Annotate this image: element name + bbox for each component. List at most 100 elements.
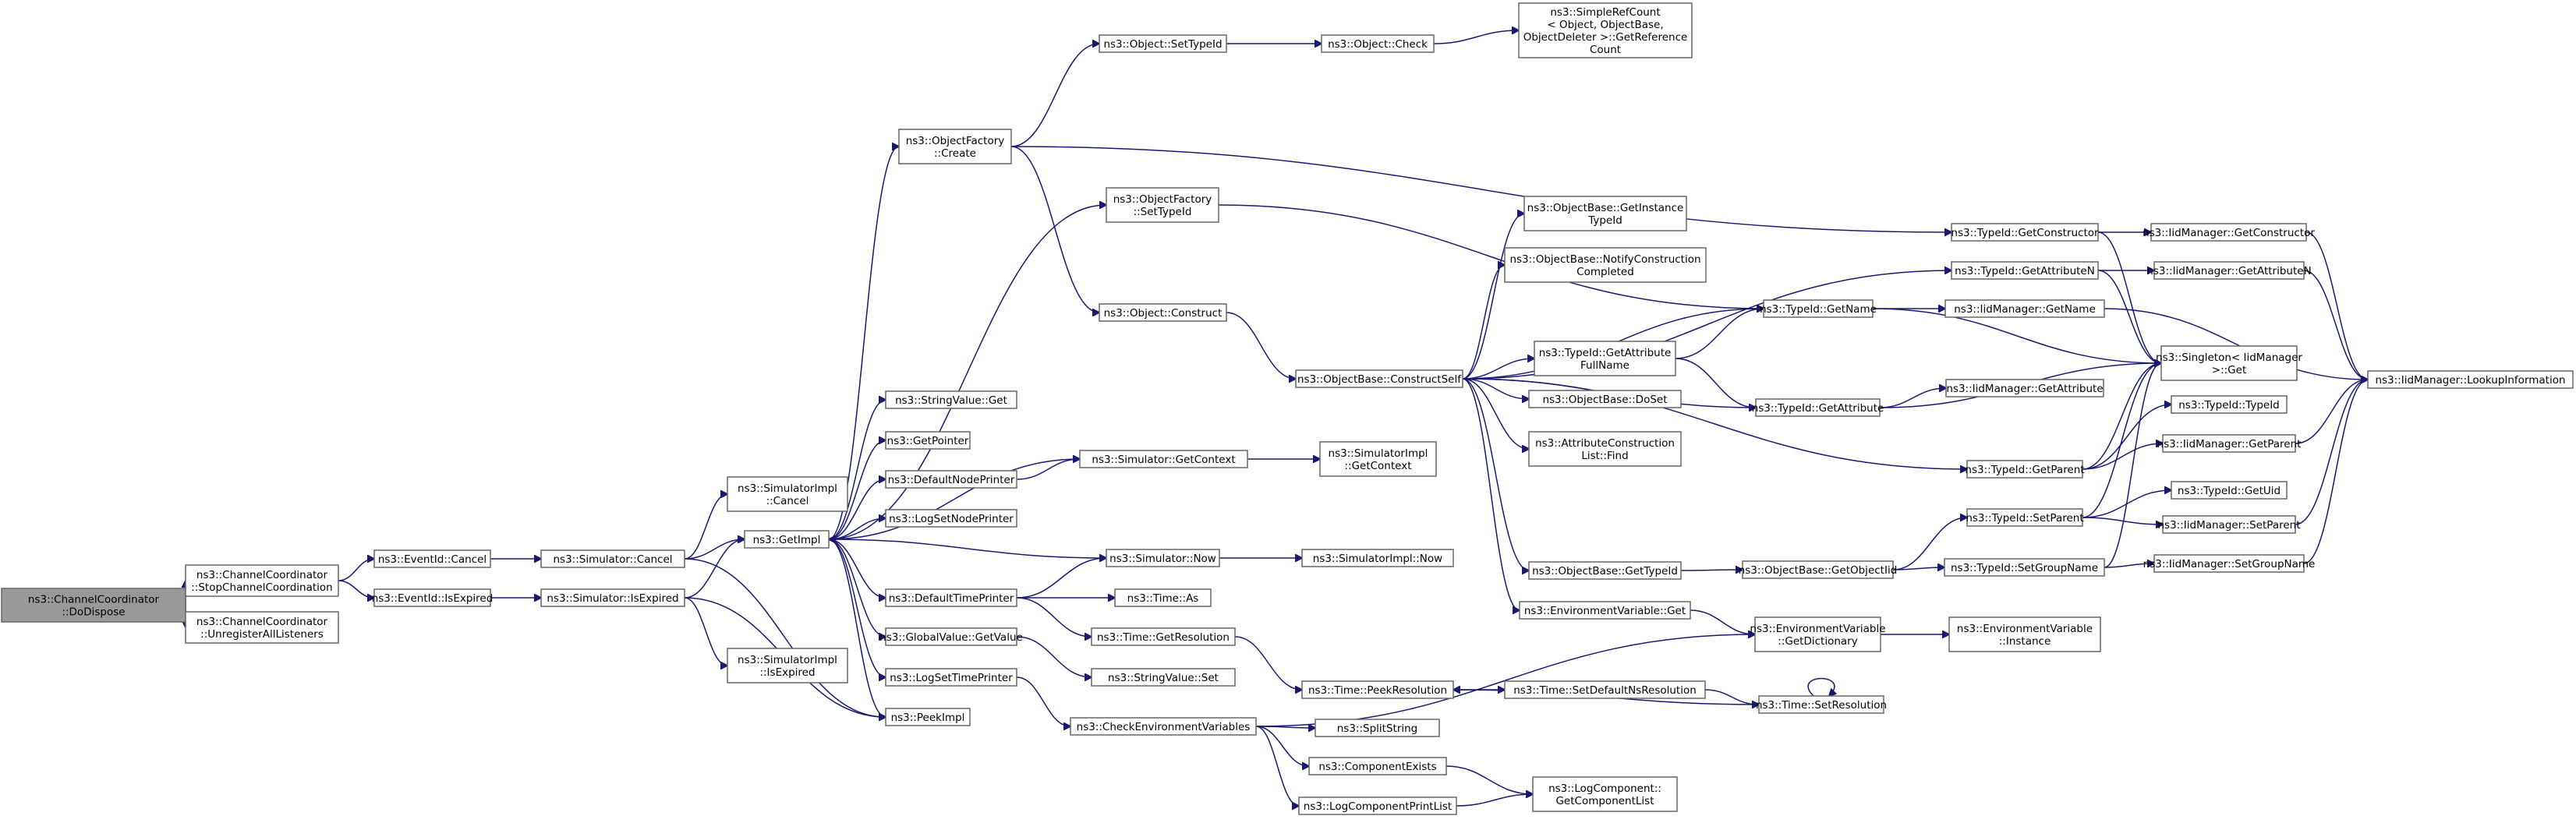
call-edge-ob-constructself-to-ob-doset: [1462, 378, 1529, 399]
node-checkenvvars[interactable]: ns3::CheckEnvironmentVariables: [1070, 717, 1257, 736]
node-label: ns3::TypeId::GetParent: [1965, 464, 2084, 476]
node-tid-typeid[interactable]: ns3::TypeId::TypeId: [2171, 395, 2288, 414]
node-label: ns3::ObjectBase::DoSet: [1542, 394, 1667, 406]
node-simimpl-isexpired[interactable]: ns3::SimulatorImpl::IsExpired: [727, 648, 848, 683]
node-obj-settypeid[interactable]: ns3::Object::SetTypeId: [1099, 34, 1227, 53]
call-edge-ob-constructself-to-envvar-get: [1462, 378, 1520, 610]
node-sim-now[interactable]: ns3::Simulator::Now: [1106, 549, 1220, 567]
node-logcomponent-getlist[interactable]: ns3::LogComponent::GetComponentList: [1532, 776, 1678, 812]
node-box: [1532, 776, 1678, 812]
node-tid-getattributen[interactable]: ns3::TypeId::GetAttributeN: [1951, 261, 2099, 280]
node-label: ::GetDictionary: [1778, 635, 1857, 648]
node-time-setresolution[interactable]: ns3::Time::SetResolution: [1756, 695, 1887, 714]
node-box: [373, 588, 491, 607]
node-box: [1504, 680, 1706, 699]
node-time-getresolution[interactable]: ns3::Time::GetResolution: [1091, 627, 1236, 646]
node-label: ::Create: [934, 147, 976, 160]
node-cc-dodispose[interactable]: ns3::ChannelCoordinator::DoDispose: [1, 588, 186, 623]
node-sim-isexpired[interactable]: ns3::Simulator::IsExpired: [540, 588, 685, 607]
node-simplerefcount[interactable]: ns3::SimpleRefCount< Object, ObjectBase,…: [1518, 2, 1693, 58]
node-logcomponentprintlist[interactable]: ns3::LogComponentPrintList: [1298, 797, 1457, 815]
node-time-setdefaultns[interactable]: ns3::Time::SetDefaultNsResolution: [1504, 680, 1706, 699]
call-edge-getimpl-to-defaulttimeprinter: [828, 539, 886, 598]
node-eid-cancel[interactable]: ns3::EventId::Cancel: [373, 549, 491, 568]
node-label: ns3::GlobalValue::GetValue: [879, 631, 1023, 644]
node-label: ns3::ObjectBase::ConstructSelf: [1297, 373, 1462, 386]
node-iid-getattributen[interactable]: ns3::IidManager::GetAttributeN: [2146, 261, 2312, 280]
node-getimpl[interactable]: ns3::GetImpl: [744, 530, 830, 549]
node-stringvalue-get[interactable]: ns3::StringValue::Get: [885, 390, 1017, 409]
node-tid-setparent[interactable]: ns3::TypeId::SetParent: [1966, 508, 2084, 527]
node-cc-stop[interactable]: ns3::ChannelCoordinator::StopChannelCoor…: [185, 564, 339, 597]
node-envvar-getdict[interactable]: ns3::EnvironmentVariable::GetDictionary: [1750, 616, 1886, 652]
node-iid-lookupinfo[interactable]: ns3::IidManager::LookupInformation: [2367, 370, 2574, 389]
node-singleton-get[interactable]: ns3::Singleton< IidManager>::Get: [2156, 345, 2302, 381]
call-edge-tid-getattrfullname-to-tid-getname: [1675, 309, 1764, 359]
node-label: ns3::Time::SetResolution: [1756, 699, 1887, 712]
node-iid-getparent[interactable]: ns3::IidManager::GetParent: [2157, 434, 2302, 453]
node-of-create[interactable]: ns3::ObjectFactory::Create: [898, 129, 1012, 164]
node-simimpl-now[interactable]: ns3::SimulatorImpl::Now: [1301, 549, 1454, 567]
node-label: ns3::Object::SetTypeId: [1103, 38, 1222, 51]
node-tid-getparent[interactable]: ns3::TypeId::GetParent: [1965, 460, 2085, 479]
node-obj-check[interactable]: ns3::Object::Check: [1321, 34, 1435, 53]
node-label: ns3::TypeId::GetUid: [2178, 485, 2281, 497]
node-box: [1944, 299, 2105, 318]
node-box: [2150, 223, 2307, 242]
node-of-settypeid[interactable]: ns3::ObjectFactory::SetTypeId: [1106, 187, 1219, 223]
node-tid-getuid[interactable]: ns3::TypeId::GetUid: [2171, 481, 2288, 500]
node-iid-setparent[interactable]: ns3::IidManager::SetParent: [2158, 515, 2301, 534]
node-globalvalue-getvalue[interactable]: ns3::GlobalValue::GetValue: [879, 627, 1023, 646]
node-iid-setgroupname[interactable]: ns3::IidManager::SetGroupName: [2143, 554, 2316, 573]
node-ob-constructself[interactable]: ns3::ObjectBase::ConstructSelf: [1295, 369, 1463, 388]
node-label: ::GetContext: [1344, 460, 1411, 472]
node-defaulttimeprinter[interactable]: ns3::DefaultTimePrinter: [885, 588, 1017, 607]
node-ob-gettypeid[interactable]: ns3::ObjectBase::GetTypeId: [1528, 561, 1682, 580]
node-ob-getobjectiid[interactable]: ns3::ObjectBase::GetObjectIid: [1739, 560, 1898, 579]
node-simimpl-getcontext[interactable]: ns3::SimulatorImpl::GetContext: [1319, 441, 1437, 477]
node-envvar-instance[interactable]: ns3::EnvironmentVariable::Instance: [1948, 616, 2101, 652]
node-stringvalue-set[interactable]: ns3::StringValue::Set: [1091, 668, 1236, 687]
node-defaultnodeprinter[interactable]: ns3::DefaultNodePrinter: [885, 470, 1017, 489]
node-splitstring[interactable]: ns3::SplitString: [1315, 719, 1440, 737]
node-simimpl-cancel[interactable]: ns3::SimulatorImpl::Cancel: [727, 476, 848, 512]
node-getpointer[interactable]: ns3::GetPointer: [885, 431, 971, 450]
node-componentexists[interactable]: ns3::ComponentExists: [1308, 757, 1447, 775]
node-label: ns3::Time::GetResolution: [1097, 631, 1230, 644]
node-sim-cancel[interactable]: ns3::Simulator::Cancel: [540, 549, 685, 568]
node-envvar-get[interactable]: ns3::EnvironmentVariable::Get: [1519, 601, 1691, 620]
node-time-peekresolution[interactable]: ns3::Time::PeekResolution: [1301, 680, 1454, 699]
node-iid-getname[interactable]: ns3::IidManager::GetName: [1944, 299, 2105, 318]
node-label: ns3::ChannelCoordinator: [196, 616, 328, 628]
node-label: ns3::IidManager::SetParent: [2158, 519, 2301, 532]
node-ob-notify[interactable]: ns3::ObjectBase::NotifyConstructionCompl…: [1504, 247, 1707, 283]
node-logsettimeprinter[interactable]: ns3::LogSetTimePrinter: [885, 668, 1017, 687]
node-obj-construct[interactable]: ns3::Object::Construct: [1099, 303, 1227, 322]
node-peekimpl[interactable]: ns3::PeekImpl: [885, 708, 971, 726]
node-box: [1091, 627, 1236, 646]
call-edge-ob-constructself-to-ob-gettypeid: [1462, 378, 1529, 570]
node-label: ns3::ObjectBase::GetTypeId: [1532, 565, 1678, 578]
node-ob-doset[interactable]: ns3::ObjectBase::DoSet: [1528, 390, 1682, 408]
call-edge-tid-getconstructor-to-singleton-get: [2097, 231, 2161, 363]
node-box: [1763, 299, 1874, 318]
node-box: [885, 708, 971, 726]
node-eid-isexpired[interactable]: ns3::EventId::IsExpired: [372, 588, 494, 607]
node-sim-getcontext[interactable]: ns3::Simulator::GetContext: [1079, 450, 1248, 468]
node-tid-getname[interactable]: ns3::TypeId::GetName: [1760, 299, 1877, 318]
node-tid-getattribute[interactable]: ns3::TypeId::GetAttribute: [1752, 398, 1884, 417]
node-label: ns3::GetImpl: [753, 534, 821, 546]
node-iid-getconstructor[interactable]: ns3::IidManager::GetConstructor: [2143, 223, 2315, 242]
node-tid-getconstructor[interactable]: ns3::TypeId::GetConstructor: [1951, 223, 2099, 242]
node-box: [373, 549, 491, 568]
call-edge-tid-getattrfullname-to-tid-getattribute: [1675, 358, 1756, 408]
node-tid-setgroupname[interactable]: ns3::TypeId::SetGroupName: [1944, 558, 2105, 577]
node-iid-getattribute[interactable]: ns3::IidManager::GetAttribute: [1945, 379, 2104, 397]
node-time-as[interactable]: ns3::Time::As: [1114, 588, 1212, 607]
node-label: ns3::EventId::Cancel: [378, 553, 487, 566]
node-cc-unreg[interactable]: ns3::ChannelCoordinator::UnregisterAllLi…: [185, 611, 339, 644]
node-logsetnodeprinter[interactable]: ns3::LogSetNodePrinter: [885, 509, 1017, 528]
